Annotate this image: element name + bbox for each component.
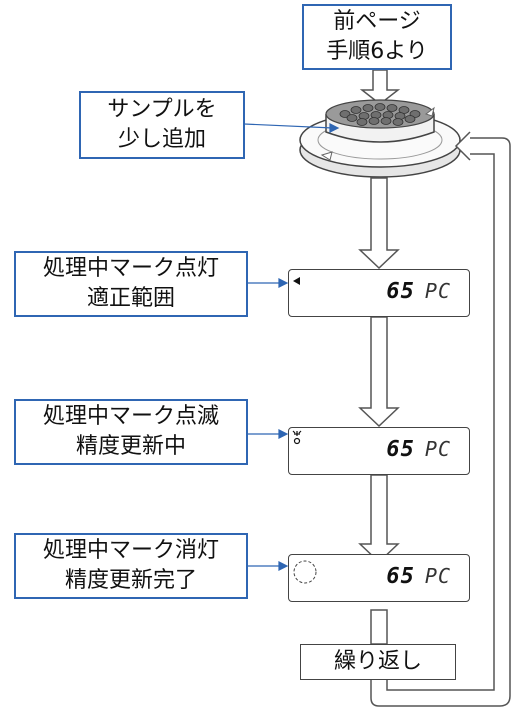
return-loop	[370, 131, 511, 707]
state-on-box: 処理中マーク点灯 適正範囲	[14, 251, 248, 317]
display-reading-2: 65 PC	[386, 437, 451, 462]
display-state-on: 65 PC	[288, 269, 470, 317]
processing-mark-on-icon	[293, 277, 300, 285]
count-value: 65	[386, 437, 415, 462]
processing-mark-off-icon	[293, 560, 317, 584]
count-value: 65	[386, 279, 415, 304]
state-off-line2: 精度更新完了	[64, 568, 197, 593]
flow-arrow-start	[359, 69, 401, 105]
connector-state-on	[248, 278, 289, 288]
flow-arrow-1	[358, 177, 400, 270]
weighing-pan-icon	[299, 99, 461, 178]
state-on-line1: 処理中マーク点灯	[42, 256, 219, 281]
state-blink-line1: 処理中マーク点滅	[42, 404, 219, 429]
state-blink-line2: 精度更新中	[75, 434, 186, 459]
repeat-box: 繰り返し	[300, 644, 456, 680]
display-reading-3: 65 PC	[386, 564, 451, 589]
start-line2: 手順6より	[326, 39, 428, 64]
state-blink-box: 処理中マーク点滅 精度更新中	[14, 399, 248, 465]
add-sample-line2: 少し追加	[117, 127, 206, 152]
connector-add-sample	[243, 123, 340, 133]
state-off-line1: 処理中マーク消灯	[42, 538, 219, 563]
flow-arrow-4	[370, 609, 388, 645]
flow-arrow-2	[358, 316, 400, 428]
add-sample-line1: サンプルを	[107, 97, 217, 122]
connector-state-blink	[248, 429, 289, 439]
start-line1: 前ページ	[333, 9, 421, 34]
state-on-line2: 適正範囲	[86, 286, 175, 311]
count-value: 65	[386, 564, 415, 589]
add-sample-box: サンプルを 少し追加	[79, 91, 245, 159]
flow-arrow-3	[358, 474, 400, 564]
connector-state-off	[248, 561, 289, 571]
display-state-off: 65 PC	[288, 554, 470, 602]
start-box: 前ページ 手順6より	[302, 4, 452, 70]
unit-value: PC	[424, 279, 451, 303]
state-off-box: 処理中マーク消灯 精度更新完了	[14, 533, 248, 599]
unit-value: PC	[424, 564, 451, 588]
processing-mark-blink-icon	[292, 430, 302, 445]
display-state-blink: 65 PC	[288, 427, 470, 475]
display-reading-1: 65 PC	[386, 279, 451, 304]
unit-value: PC	[424, 437, 451, 461]
repeat-label: 繰り返し	[333, 649, 422, 674]
